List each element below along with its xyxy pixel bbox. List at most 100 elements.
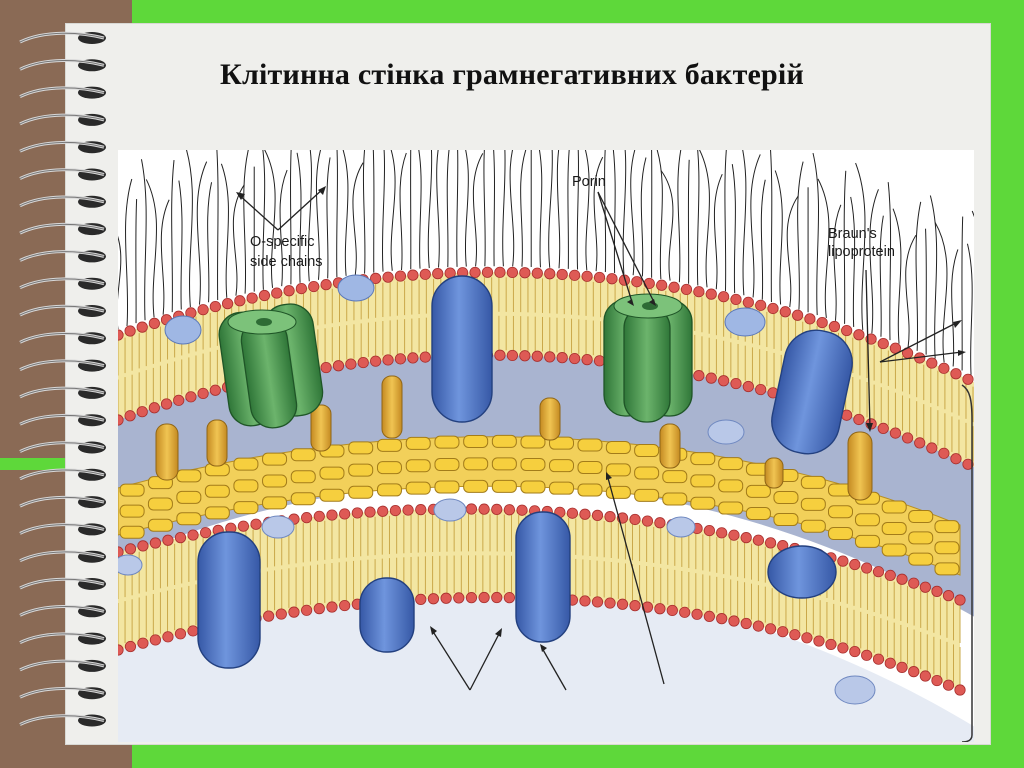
peptidoglycan-unit bbox=[176, 469, 202, 483]
side-chain bbox=[135, 199, 138, 324]
phospholipid-head bbox=[415, 593, 427, 605]
side-chain bbox=[660, 170, 674, 281]
binding-ring-shadow bbox=[19, 606, 105, 616]
periplasmic-protein-small bbox=[707, 419, 745, 445]
phospholipid-head bbox=[506, 349, 518, 362]
side-chain bbox=[538, 150, 543, 268]
phospholipid-head bbox=[519, 267, 531, 279]
phospholipid-head bbox=[308, 280, 320, 293]
phospholipid-head bbox=[124, 325, 136, 337]
binding-ring-shadow bbox=[19, 278, 105, 289]
phospholipid-head bbox=[593, 355, 606, 367]
phospholipid-head bbox=[465, 592, 478, 604]
peptidoglycan-unit bbox=[376, 438, 402, 452]
phospholipid-head bbox=[301, 512, 313, 524]
binding-ring-shadow bbox=[19, 496, 105, 507]
phospholipid-head bbox=[382, 271, 394, 283]
phospholipid-head bbox=[950, 368, 962, 380]
phospholipid-head bbox=[136, 406, 148, 418]
side-chain bbox=[125, 178, 133, 327]
peptidoglycan-unit bbox=[434, 458, 460, 472]
phospholipid-head bbox=[779, 306, 791, 318]
phospholipid-head bbox=[419, 351, 431, 363]
phospholipid-head bbox=[453, 592, 465, 604]
phospholipid-head bbox=[865, 333, 877, 345]
phospholipid-head bbox=[606, 273, 618, 285]
phospholipid-head bbox=[884, 569, 896, 582]
phospholipid-head bbox=[679, 606, 691, 618]
outer-membrane-protein bbox=[431, 275, 493, 423]
phospholipid-head bbox=[703, 524, 715, 537]
cytoplasm bbox=[118, 579, 974, 742]
side-chain bbox=[264, 150, 276, 288]
side-chain bbox=[232, 184, 245, 296]
peptidoglycan-unit bbox=[119, 483, 145, 497]
phospholipid-head bbox=[801, 632, 813, 644]
phospholipid-head bbox=[837, 642, 849, 654]
phospholipid-head bbox=[954, 594, 966, 606]
periplasmic-protein-small bbox=[118, 554, 143, 576]
phospholipid-head bbox=[950, 453, 962, 465]
phospholipid-head bbox=[816, 316, 828, 329]
phospholipid-head bbox=[849, 558, 861, 571]
peptidoglycan-unit bbox=[577, 460, 603, 474]
side-chain bbox=[207, 182, 213, 303]
side-chain bbox=[171, 160, 175, 313]
side-chain bbox=[677, 150, 682, 283]
plasma-membrane-protein bbox=[515, 511, 571, 643]
binding-ring-shadow bbox=[19, 223, 105, 234]
side-chain bbox=[797, 161, 804, 310]
binding-ring-shadow bbox=[19, 633, 105, 644]
outer-membrane-protein bbox=[771, 329, 853, 455]
phospholipid-head bbox=[931, 674, 943, 687]
side-chain bbox=[296, 152, 302, 283]
binding-ring-shadow bbox=[19, 715, 105, 725]
phospholipid-head bbox=[718, 375, 730, 387]
side-chain bbox=[915, 201, 922, 351]
side-chain bbox=[520, 150, 527, 267]
phospholipid-head bbox=[197, 387, 209, 400]
binding-ring-shadow bbox=[19, 196, 105, 207]
side-chain bbox=[493, 150, 495, 267]
side-chain bbox=[929, 195, 938, 359]
peptidoglycan-unit bbox=[376, 483, 402, 497]
peptidoglycan-unit bbox=[634, 444, 660, 458]
phospholipid-head bbox=[339, 599, 351, 612]
peptidoglycan-unit bbox=[827, 505, 853, 519]
cytoplasmic-protein-small bbox=[834, 675, 876, 705]
phospholipid-head bbox=[755, 299, 767, 311]
phospholipid-head bbox=[394, 270, 407, 282]
phospholipid-head bbox=[556, 352, 568, 364]
periplasmic-protein-small bbox=[261, 515, 295, 539]
phospholipid-head bbox=[506, 266, 518, 279]
phospholipid-head bbox=[789, 629, 801, 641]
label-o-specific: O-specific bbox=[250, 234, 314, 250]
peptidoglycan-unit bbox=[348, 463, 374, 477]
binding-ring-shadow bbox=[19, 524, 105, 534]
side-chain bbox=[145, 179, 158, 318]
binding-ring-shadow bbox=[19, 87, 105, 98]
phospholipid-head bbox=[370, 355, 382, 367]
side-chain bbox=[140, 159, 147, 321]
side-chain bbox=[196, 161, 208, 305]
side-chain bbox=[731, 164, 736, 294]
phospholipid-head bbox=[531, 350, 543, 362]
peptidoglycan-unit bbox=[577, 438, 603, 452]
phospholipid-head bbox=[566, 507, 579, 519]
phospholipid-head bbox=[174, 628, 187, 640]
phospholipid-head bbox=[872, 653, 885, 665]
phospholipid-head bbox=[237, 520, 249, 532]
peptidoglycan-unit bbox=[745, 507, 771, 520]
phospholipid-head bbox=[221, 298, 234, 310]
phospholipid-head bbox=[813, 635, 825, 647]
side-chain bbox=[178, 180, 183, 310]
phospholipid-head bbox=[896, 661, 908, 673]
brauns-lipoprotein bbox=[155, 423, 179, 481]
peptidoglycan-unit bbox=[204, 506, 230, 520]
peptidoglycan-unit bbox=[119, 504, 145, 518]
peptidoglycan-unit bbox=[233, 501, 259, 515]
phospholipid-head bbox=[716, 613, 728, 625]
phospholipid-head bbox=[478, 591, 490, 604]
brauns-lipoprotein bbox=[310, 404, 332, 452]
phospholipid-head bbox=[728, 615, 740, 627]
